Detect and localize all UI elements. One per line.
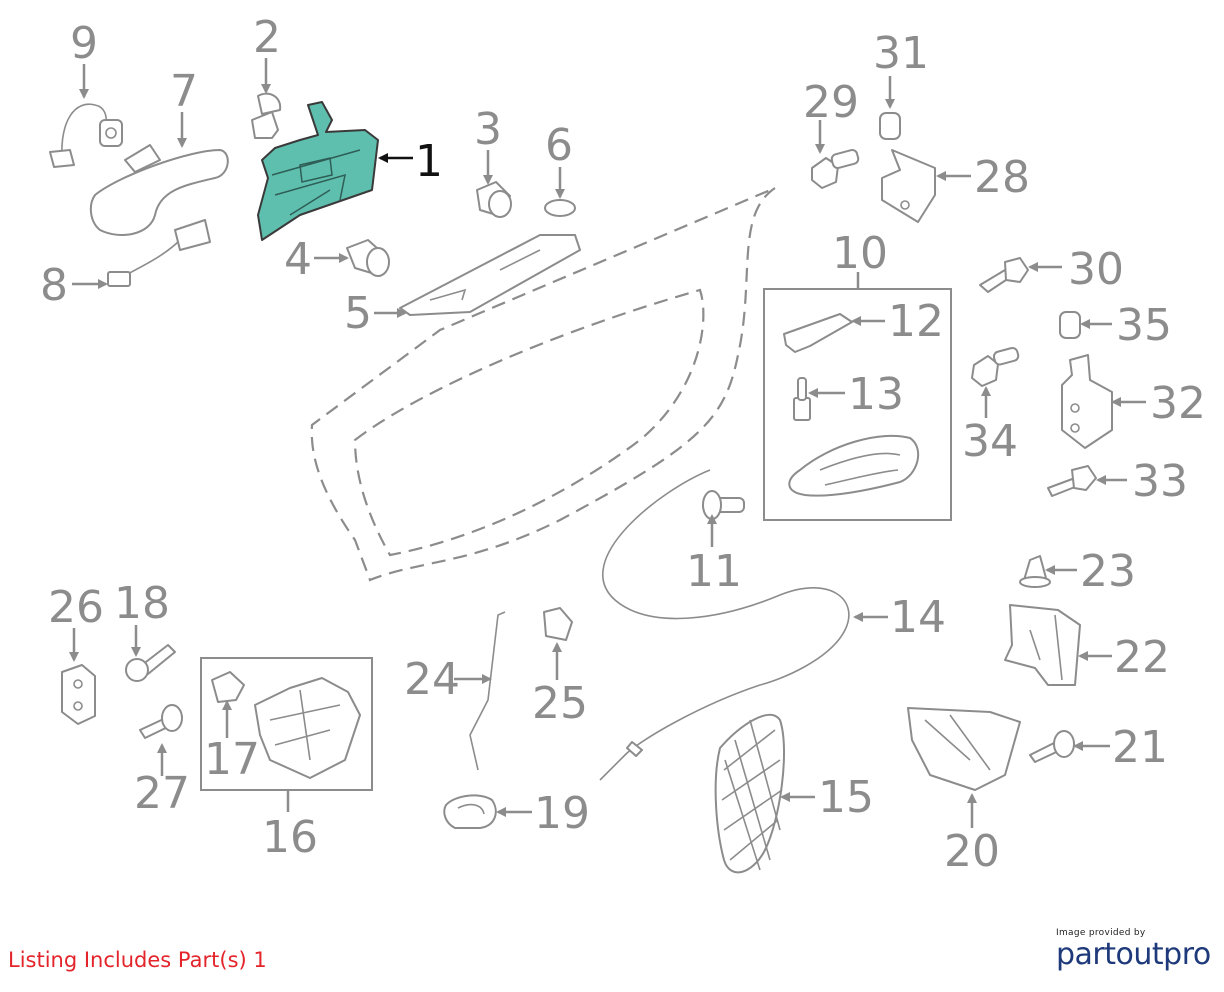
callout-28: 28	[974, 152, 1030, 203]
part-1-handle-carrier	[257, 101, 379, 241]
callout-12: 12	[888, 296, 944, 347]
callout-7: 7	[170, 66, 198, 117]
part-30-bolt	[979, 257, 1029, 293]
part-23-clip	[1019, 555, 1051, 588]
part-21-bolt	[1029, 730, 1075, 763]
group-16-box	[200, 657, 373, 791]
callout-19: 19	[534, 788, 590, 839]
part-34-bolt	[971, 346, 1020, 387]
callout-23: 23	[1080, 546, 1136, 597]
callout-11: 11	[686, 546, 742, 597]
part-2-clip	[251, 92, 282, 139]
part-14-cable	[599, 469, 850, 781]
part-27-bolt	[139, 704, 183, 739]
part-22-bracket	[1004, 604, 1081, 686]
callout-30: 30	[1068, 244, 1124, 295]
callout-4: 4	[284, 234, 312, 285]
callout-33: 33	[1132, 456, 1188, 507]
part-35-cap	[1059, 311, 1081, 339]
callout-31: 31	[873, 28, 929, 79]
callout-27: 27	[134, 768, 190, 819]
part-3-grommet	[476, 181, 512, 218]
part-10-inner-handle	[788, 434, 920, 497]
callout-21: 21	[1112, 722, 1168, 773]
callout-10: 10	[832, 228, 888, 279]
part-8-sensor	[107, 219, 211, 287]
part-7-outer-handle	[89, 144, 229, 236]
callout-24: 24	[404, 654, 460, 705]
part-13-pin	[793, 377, 811, 421]
part-17-cap	[211, 671, 245, 703]
callout-14: 14	[890, 592, 946, 643]
brand-caption: Image provided by	[1056, 928, 1146, 938]
part-15-pad	[714, 713, 785, 874]
callout-26: 26	[48, 582, 104, 633]
callout-17: 17	[204, 734, 260, 785]
part-26-striker	[61, 664, 96, 725]
callout-2: 2	[253, 12, 281, 63]
callout-35: 35	[1116, 300, 1172, 351]
part-18-bolt	[125, 644, 176, 682]
part-20-bracket	[907, 707, 1021, 791]
part-19-bezel	[443, 794, 497, 829]
callout-18: 18	[114, 578, 170, 629]
part-33-bolt	[1047, 465, 1097, 497]
callout-20: 20	[944, 826, 1000, 877]
part-9-harness	[49, 103, 123, 168]
door-outline	[310, 186, 776, 582]
part-29-bolt	[811, 148, 860, 189]
callout-25: 25	[532, 678, 588, 729]
callout-8: 8	[40, 260, 68, 311]
part-31-cap	[879, 112, 901, 140]
part-6-plug	[544, 199, 576, 217]
callout-16: 16	[262, 812, 318, 863]
part-24-rod	[469, 611, 506, 771]
brand-name: partoutpro	[1056, 937, 1211, 972]
callout-5: 5	[344, 288, 372, 339]
listing-note: Listing Includes Part(s) 1	[8, 948, 267, 972]
part-4-grommet	[346, 239, 390, 277]
part-16-latch	[254, 677, 361, 779]
callout-22: 22	[1114, 632, 1170, 683]
callout-32: 32	[1150, 378, 1206, 429]
brand-logo: Image provided by partoutpro	[1056, 928, 1216, 972]
callout-34: 34	[962, 416, 1018, 467]
callout-6: 6	[545, 120, 573, 171]
part-12-inner-handle-lever	[783, 313, 853, 353]
callout-1: 1	[415, 136, 443, 187]
callout-29: 29	[803, 77, 859, 128]
callout-13: 13	[848, 369, 904, 420]
part-32-striker	[1061, 354, 1113, 449]
callout-3: 3	[474, 104, 502, 155]
part-25-clip	[543, 607, 573, 641]
part-11-pin	[702, 490, 745, 520]
part-28-bracket	[881, 149, 936, 223]
callout-15: 15	[818, 772, 874, 823]
part-5-reinforcement	[399, 234, 581, 316]
callout-9: 9	[70, 18, 98, 69]
door-inner-outline	[353, 288, 705, 557]
